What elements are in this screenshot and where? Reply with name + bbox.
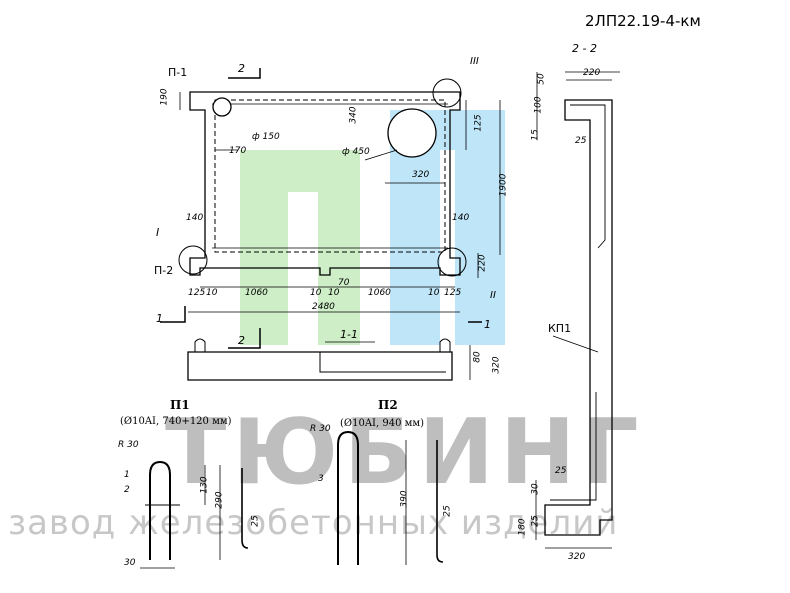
p2-detail: [436, 440, 444, 563]
kp1-leader: [552, 335, 599, 353]
label-section-1-1: 1-1: [340, 328, 358, 341]
label-cut-1-right: 1: [484, 318, 491, 331]
hole-150: [212, 97, 232, 117]
dim-140-right: 140: [452, 213, 470, 223]
node-circle-III: [432, 78, 462, 108]
dim-125-right: 125: [473, 114, 484, 132]
dim-1900: 1900: [498, 173, 509, 197]
plan-inner-dashed: [214, 99, 446, 253]
node-circle-I: [178, 245, 208, 275]
dim-phi150: ф 150: [252, 132, 280, 142]
dim-1060-a: 1060: [245, 288, 268, 298]
p1-dim-30: 30: [124, 558, 136, 568]
dim-2480: 2480: [312, 302, 335, 312]
dim-340: 340: [348, 106, 359, 124]
sect-dim-15: 15: [530, 129, 541, 141]
label-kp1: КП1: [548, 322, 572, 335]
sect-dim-50: 50: [536, 73, 547, 85]
p1-loop: [149, 460, 171, 560]
p1-num-1: 1: [124, 470, 130, 480]
sect-dim-30: 30: [530, 483, 541, 495]
dim-125-a: 125: [188, 288, 206, 298]
sect-dim-180: 180: [517, 518, 528, 536]
label-node-I: I: [156, 226, 160, 239]
p1-detail: [241, 468, 249, 549]
hole-450: [387, 108, 437, 158]
label-node-II: II: [490, 290, 496, 301]
node-circle-II: [437, 247, 467, 277]
p2-num-3: 3: [318, 474, 324, 484]
dim-320a: 320: [412, 170, 430, 180]
p1-radius: R 30: [118, 440, 139, 450]
label-section-2-2: 2 - 2: [572, 42, 597, 55]
sect-dim-25-b: 25: [555, 466, 567, 476]
label-p1: П-1: [168, 66, 188, 79]
label-cut-1-left: 1: [156, 312, 163, 325]
p2-dim-390: 390: [399, 490, 410, 508]
dim-10-b: 10: [310, 288, 322, 298]
dim-320-b: 320: [491, 356, 502, 374]
brand-watermark: ТЮБИНГ: [165, 400, 645, 505]
p2-spec: (Ø10AI, 940 мм): [340, 418, 425, 429]
dim-phi450: ф 450: [342, 147, 370, 157]
p2-loop: [337, 430, 359, 565]
section-1-1-outline: [187, 351, 453, 381]
sect-dim-25-c: 25: [530, 515, 541, 527]
section-2-2-outline: [544, 99, 613, 536]
dim-10-d: 10: [428, 288, 440, 298]
label-cut-2-top: 2: [238, 62, 245, 75]
dim-10-a: 10: [206, 288, 218, 298]
p1-spec: (Ø10AI, 740+120 мм): [120, 416, 232, 427]
sect-dim-100: 100: [533, 96, 544, 114]
sect-dim-25-a: 25: [575, 136, 587, 146]
label-p2: П-2: [154, 264, 174, 277]
sect-dim-220: 220: [583, 68, 601, 78]
drawing-title: 2ЛП22.19-4-км: [585, 12, 701, 30]
tagline-watermark: завод железобетонных изделий: [8, 503, 619, 543]
p1-num-2: 2: [124, 485, 130, 495]
dim-1060-b: 1060: [368, 288, 391, 298]
dim-70: 70: [338, 278, 350, 288]
dim-10-c: 10: [328, 288, 340, 298]
p1-dim-130: 130: [199, 476, 210, 494]
p1-title: П1: [170, 398, 190, 412]
logo-blue-block-far: [455, 110, 505, 345]
sect-dim-320: 320: [568, 552, 586, 562]
dim-170: 170: [229, 146, 247, 156]
p2-radius: R 30: [310, 424, 331, 434]
dim-125-b: 125: [444, 288, 462, 298]
cut-1-left-mark: [160, 306, 186, 323]
p2-title: П2: [378, 398, 398, 412]
plan-outline: [189, 91, 461, 276]
dim-140-left: 140: [186, 213, 204, 223]
dim-190: 190: [159, 88, 170, 106]
p2-dim-25: 25: [442, 505, 453, 517]
label-cut-2-bottom: 2: [238, 334, 245, 347]
p1-dim-290: 290: [214, 491, 225, 509]
p1-dim-25: 25: [250, 515, 261, 527]
dim-80: 80: [472, 351, 483, 363]
cut-2-top-mark: [228, 68, 261, 79]
cut-2-bottom-mark: [228, 328, 261, 349]
logo-green-block-mid: [318, 150, 360, 345]
dim-220-right: 220: [477, 254, 488, 272]
label-node-III: III: [470, 56, 479, 67]
